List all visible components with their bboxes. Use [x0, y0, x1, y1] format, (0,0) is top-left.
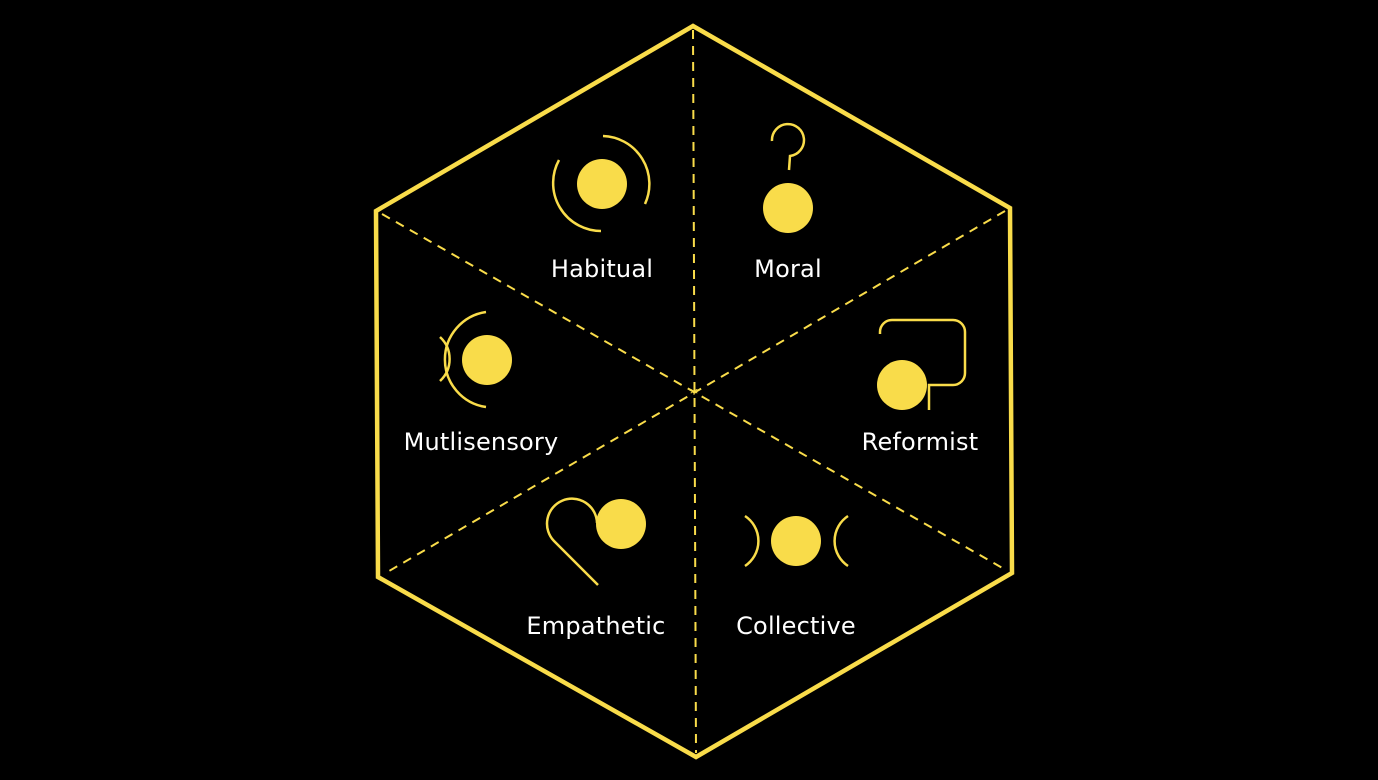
segment-label-moral: Moral	[754, 255, 822, 283]
divider-right-top-to-left-bottom	[383, 210, 1006, 575]
segment-label-reformist: Reformist	[861, 428, 979, 456]
segment-label-multisensory: Mutlisensory	[403, 428, 559, 456]
segment-label-collective: Collective	[736, 612, 856, 640]
overlapping-arcs-dot-icon	[439, 310, 512, 409]
orbit-arcs-icon	[551, 134, 651, 233]
segment-label-empathetic: Empathetic	[526, 612, 666, 640]
heart-half-dot-icon	[545, 497, 646, 586]
hexagon-dividers	[381, 29, 1007, 754]
center-asterisk: *	[690, 384, 698, 403]
rounded-frame-dot-icon	[877, 318, 967, 410]
hexagon-outline	[373, 23, 1015, 760]
divider-vertical	[692, 29, 697, 754]
segment-label-habitual: Habitual	[550, 255, 654, 283]
question-mark-dot-icon	[763, 122, 813, 233]
twin-crescent-dot-icon	[744, 514, 849, 568]
